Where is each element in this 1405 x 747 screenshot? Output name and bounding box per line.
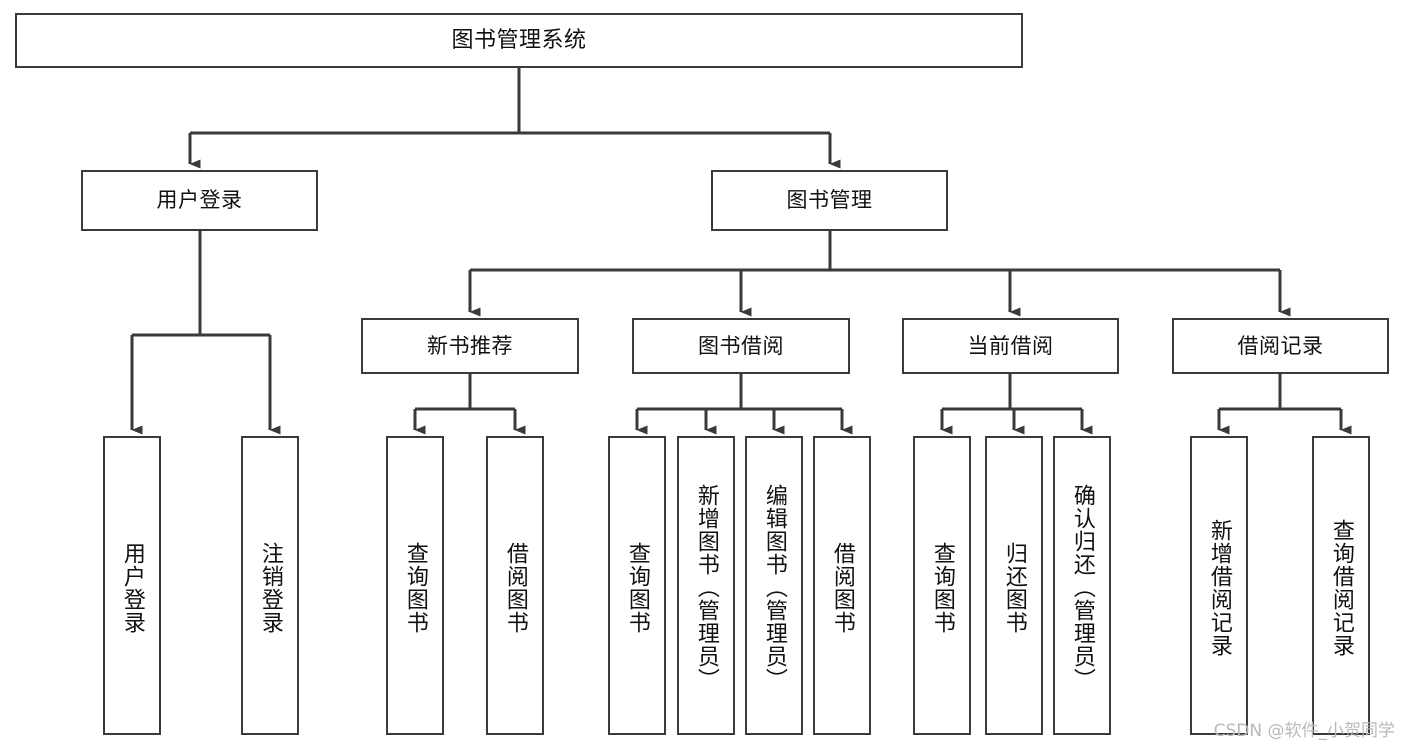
leaf-return-book-label: 归还图书: [1001, 541, 1027, 634]
leaf-query-borrow-record-label: 查询借阅记录: [1328, 518, 1354, 657]
node-user-login-label: 用户登录: [156, 188, 243, 212]
leaf-query-book-3[interactable]: 查询图书: [913, 436, 971, 735]
leaf-add-borrow-record[interactable]: 新增借阅记录: [1190, 436, 1248, 735]
leaf-user-login[interactable]: 用户登录: [103, 436, 161, 735]
node-user-login[interactable]: 用户登录: [81, 170, 318, 231]
leaf-query-book-1[interactable]: 查询图书: [386, 436, 444, 735]
node-book-borrow-label: 图书借阅: [698, 333, 784, 358]
leaf-confirm-return-admin-label: 确认归还（管理员）: [1069, 484, 1095, 691]
node-borrow-record[interactable]: 借阅记录: [1172, 318, 1389, 374]
leaf-query-book-2-label: 查询图书: [624, 541, 650, 634]
leaf-borrow-book-2-label: 借阅图书: [829, 541, 855, 634]
leaf-user-logout-label: 注销登录: [257, 541, 283, 634]
node-book-manage-label: 图书管理: [786, 188, 873, 212]
leaf-return-book[interactable]: 归还图书: [985, 436, 1043, 735]
leaf-user-login-label: 用户登录: [119, 541, 145, 634]
leaf-query-book-2[interactable]: 查询图书: [608, 436, 666, 735]
leaf-query-borrow-record[interactable]: 查询借阅记录: [1312, 436, 1370, 735]
node-root[interactable]: 图书管理系统: [15, 13, 1023, 68]
node-root-label: 图书管理系统: [451, 27, 587, 53]
leaf-user-logout[interactable]: 注销登录: [241, 436, 299, 735]
node-book-manage[interactable]: 图书管理: [711, 170, 948, 231]
leaf-borrow-book-2[interactable]: 借阅图书: [813, 436, 871, 735]
leaf-add-book-admin-label: 新增图书（管理员）: [693, 484, 719, 691]
node-book-borrow[interactable]: 图书借阅: [632, 318, 850, 374]
leaf-edit-book-admin[interactable]: 编辑图书（管理员）: [745, 436, 803, 735]
node-borrow-record-label: 借阅记录: [1237, 333, 1324, 358]
node-new-book-recommend[interactable]: 新书推荐: [361, 318, 579, 374]
leaf-borrow-book-1-label: 借阅图书: [502, 541, 528, 634]
leaf-add-book-admin[interactable]: 新增图书（管理员）: [677, 436, 735, 735]
leaf-confirm-return-admin[interactable]: 确认归还（管理员）: [1053, 436, 1111, 735]
node-current-borrow[interactable]: 当前借阅: [902, 318, 1119, 374]
node-new-book-recommend-label: 新书推荐: [427, 333, 513, 358]
node-current-borrow-label: 当前借阅: [967, 333, 1054, 358]
leaf-borrow-book-1[interactable]: 借阅图书: [486, 436, 544, 735]
leaf-add-borrow-record-label: 新增借阅记录: [1206, 518, 1232, 657]
leaf-query-book-1-label: 查询图书: [402, 541, 428, 634]
leaf-query-book-3-label: 查询图书: [929, 541, 955, 634]
leaf-edit-book-admin-label: 编辑图书（管理员）: [761, 484, 787, 691]
watermark-text: CSDN @软件_小贺同学: [1213, 721, 1395, 741]
